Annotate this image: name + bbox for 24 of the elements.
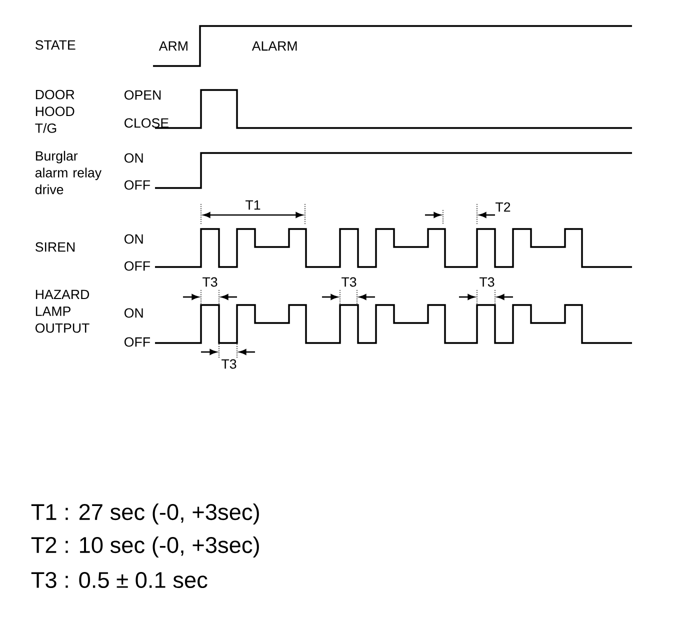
timing-label: T3 <box>220 359 238 369</box>
level-label: OPEN <box>124 90 161 100</box>
timing-label: T3 <box>200 277 220 287</box>
signal-name: SIREN <box>35 242 75 252</box>
level-label: OFF <box>124 337 150 347</box>
timing-note: T2 : 10 sec (-0, +3sec) <box>31 536 259 558</box>
signal-name: HAZARD LAMP OUTPUT <box>36 290 90 333</box>
timing-label: T1 <box>244 200 262 210</box>
level-label: CLOSE <box>124 118 168 128</box>
signal-name: DOOR HOOD T/G <box>35 90 74 133</box>
signal-name: Burglar alarm relay drive <box>35 150 102 194</box>
level-label: ON <box>124 234 143 244</box>
level-label: OFF <box>124 261 150 271</box>
timing-label: T2 <box>494 202 512 212</box>
signal-name: STATE <box>35 40 76 50</box>
level-label: ON <box>124 153 143 163</box>
timing-label: T3 <box>340 277 358 287</box>
timing-note: T3 : 0.5 ± 0.1 sec <box>31 572 208 588</box>
timing-label: T3 <box>478 277 496 287</box>
level-label: ON <box>124 308 143 318</box>
state-label: ARM <box>158 41 188 51</box>
timing-note: T1 : 27 sec (-0, +3sec) <box>31 503 259 525</box>
state-label: ALARM <box>252 41 297 51</box>
level-label: OFF <box>124 180 150 190</box>
